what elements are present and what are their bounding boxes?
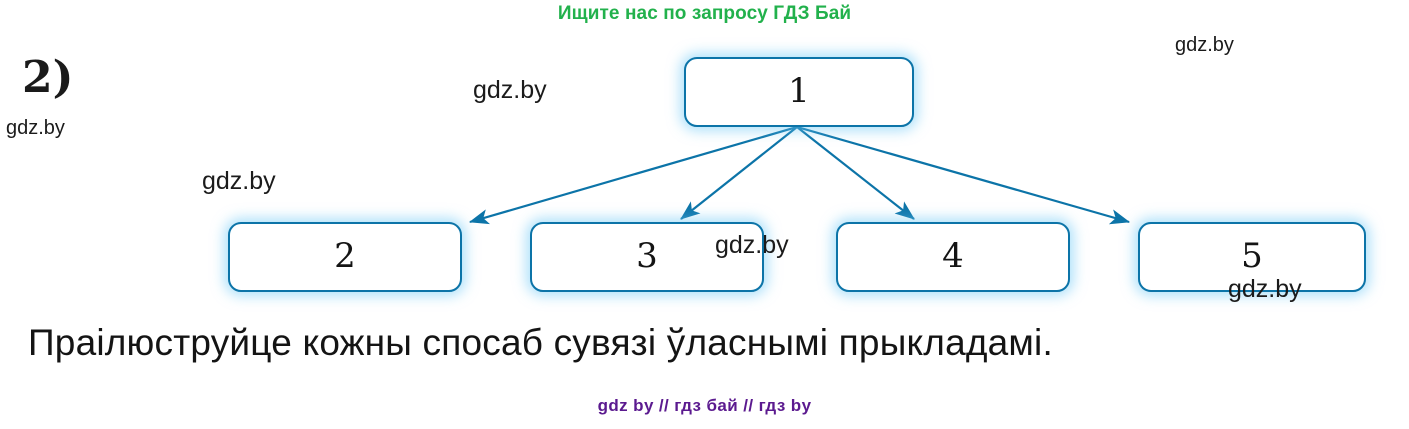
watermark-gdzby: gdz.by bbox=[473, 76, 547, 104]
diagram-node-2[interactable]: 2 bbox=[228, 222, 462, 292]
diagram-node-5-label: 5 bbox=[1241, 236, 1263, 276]
watermark-gdzby: gdz.by bbox=[202, 167, 276, 195]
arrow-to-node-5 bbox=[796, 125, 1131, 225]
diagram-node-4[interactable]: 4 bbox=[836, 222, 1070, 292]
diagram-node-1-label: 1 bbox=[788, 71, 810, 111]
arrow-to-node-4 bbox=[796, 126, 915, 220]
arrow-to-node-3 bbox=[680, 126, 798, 220]
diagram-node-3-label: 3 bbox=[636, 236, 658, 276]
diagram-node-2-label: 2 bbox=[334, 236, 356, 276]
watermark-gdzby: gdz.by bbox=[1175, 34, 1234, 56]
diagram-node-5[interactable]: 5 bbox=[1138, 222, 1366, 292]
arrow-to-node-2 bbox=[468, 125, 798, 225]
promo-footer-text: gdz by // гдз бай // гдз by bbox=[597, 396, 812, 415]
promo-header-text: Ищите нас по запросу ГДЗ Бай bbox=[557, 3, 852, 24]
watermark-gdzby: gdz.by bbox=[715, 231, 789, 259]
task-instruction-text: Праілюструйце кожны спосаб сувязі ўласны… bbox=[28, 322, 1053, 363]
diagram-node-1[interactable]: 1 bbox=[684, 57, 914, 127]
diagram-node-4-label: 4 bbox=[942, 236, 964, 276]
watermark-gdzby: gdz.by bbox=[6, 117, 65, 139]
watermark-gdzby: gdz.by bbox=[1228, 275, 1302, 303]
task-number-label: 2) bbox=[22, 52, 74, 103]
diagram-node-3[interactable]: 3 bbox=[530, 222, 764, 292]
